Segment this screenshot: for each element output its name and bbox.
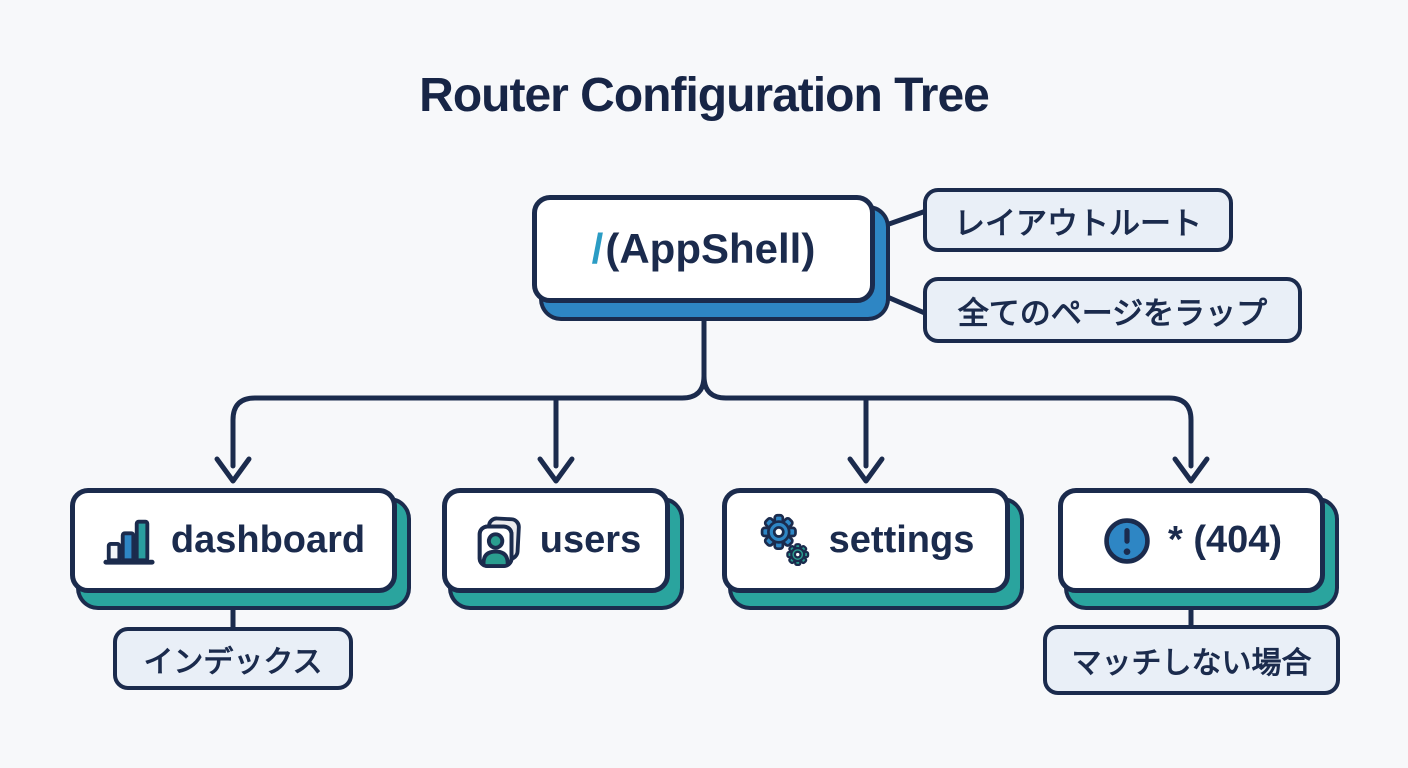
- users-icon: [477, 516, 521, 568]
- note-no-match: マッチしない場合: [1043, 625, 1340, 695]
- note-index: インデックス: [113, 627, 353, 690]
- node-users: users: [442, 488, 670, 593]
- arrowhead-settings: [847, 456, 885, 484]
- node-settings: settings: [722, 488, 1010, 593]
- note-index-text: インデックス: [143, 645, 323, 679]
- bar-chart-icon: [103, 519, 155, 565]
- node-dashboard: dashboard: [70, 488, 397, 593]
- route-name: (AppShell): [605, 225, 816, 272]
- node-appshell: /(AppShell): [532, 195, 875, 303]
- arrowhead-users: [537, 456, 575, 484]
- gears-icon: [760, 513, 809, 566]
- note-no-match-text: マッチしない場合: [1071, 647, 1312, 680]
- annotation-layout-root-text: レイアウトルート: [954, 205, 1202, 241]
- node-users-label: users: [539, 519, 642, 561]
- edge-root-annotation-2: [875, 290, 930, 317]
- route-slash: /: [591, 225, 604, 272]
- node-appshell-label: /(AppShell): [592, 225, 816, 273]
- diagram-title: Router Configuration Tree: [419, 69, 990, 122]
- node-notfound-label: * (404): [1167, 519, 1283, 561]
- annotation-layout-root: レイアウトルート: [923, 188, 1233, 252]
- edge-branch-left: [230, 373, 707, 469]
- arrowhead-notfound: [1172, 456, 1210, 484]
- annotation-wraps-all-pages: 全てのページをラップ: [923, 277, 1302, 343]
- annotation-wraps-all-pages-text: 全てのページをラップ: [957, 295, 1268, 331]
- node-settings-label: settings: [828, 519, 975, 561]
- edge-branch-right: [701, 373, 1194, 469]
- node-dashboard-label: dashboard: [170, 519, 366, 561]
- node-notfound: * (404): [1058, 488, 1325, 593]
- edge-root-annotation-1: [869, 208, 929, 233]
- arrowhead-dashboard: [214, 456, 252, 484]
- alert-icon: [1104, 517, 1150, 564]
